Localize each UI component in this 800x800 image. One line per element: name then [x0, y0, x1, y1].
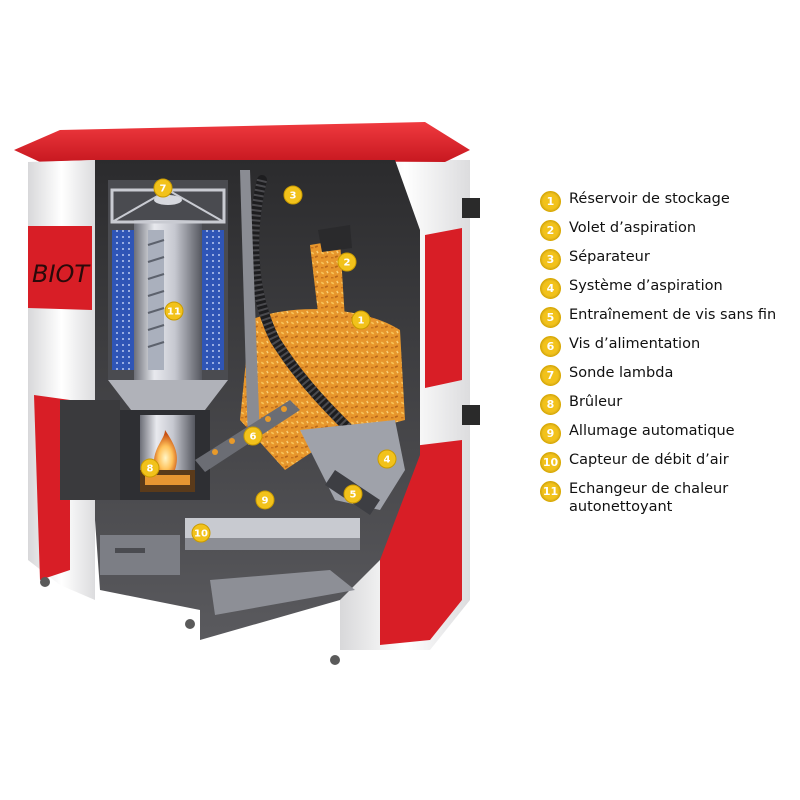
legend-number-icon: 7 [540, 365, 561, 386]
callout-circle [343, 484, 363, 504]
callout-circle [255, 490, 275, 510]
legend-item-5: 5 Entraînement de vis sans fin [540, 306, 776, 328]
legend-item-2: 2 Volet d’aspiration [540, 219, 696, 241]
legend-number-icon: 3 [540, 249, 561, 270]
suction-unit [300, 420, 405, 510]
bottom-tray [210, 570, 355, 615]
callout-circle [164, 301, 184, 321]
legend-number-icon: 6 [540, 336, 561, 357]
callout-number: 1 [358, 316, 365, 327]
legend-label: Système d’aspiration [569, 278, 723, 294]
left-ash-compartment [60, 400, 120, 500]
callout-circle [191, 523, 211, 543]
legend-item-4: 4 Système d’aspiration [540, 277, 723, 299]
callout-number: 10 [194, 529, 208, 540]
callout-marker-6: 6 [243, 426, 263, 446]
legend-item-9: 9 Allumage automatique [540, 422, 735, 444]
callout-circle [377, 449, 397, 469]
callout-marker-10: 10 [191, 523, 211, 543]
callout-marker-9: 9 [255, 490, 275, 510]
legend-label-line1: Echangeur de chaleur [569, 481, 729, 497]
pipe-lower [462, 405, 480, 425]
legend-item-3: 3 Séparateur [540, 248, 650, 270]
foot [185, 619, 195, 629]
legend-item-6: 6 Vis d’alimentation [540, 335, 700, 357]
legend-label: Réservoir de stockage [569, 191, 730, 207]
top-red-lid [14, 122, 470, 162]
brand-text: BIOT [32, 260, 91, 288]
foot [40, 577, 50, 587]
legend-item-11: 11 Echangeur de chaleur autonettoyant [540, 480, 728, 516]
heat-exchanger-cylinder [134, 220, 202, 380]
callout-number: 2 [344, 258, 351, 269]
suction-hose [249, 175, 355, 435]
suction-hood [318, 225, 352, 252]
pipe-upper [462, 198, 480, 218]
callout-number: 3 [290, 191, 297, 202]
legend-item-10: 10 Capteur de débit d’air [540, 451, 729, 473]
ash-drawer [100, 535, 180, 575]
callout-marker-2: 2 [337, 252, 357, 272]
callout-number: 8 [147, 464, 154, 475]
legend-label: Capteur de débit d’air [569, 452, 729, 468]
lambda-probe [154, 195, 182, 205]
right-red-panel [425, 228, 462, 388]
callout-marker-3: 3 [283, 185, 303, 205]
legend-label: Volet d’aspiration [569, 220, 697, 236]
heat-exchanger-mesh-right [202, 230, 224, 370]
legend-label: Allumage automatique [569, 423, 735, 439]
callout-circle [283, 185, 303, 205]
callout-number: 9 [262, 496, 269, 507]
callout-circle [140, 458, 160, 478]
callout-marker-7: 7 [153, 178, 173, 198]
callout-number: 6 [250, 432, 257, 443]
legend-number-icon: 11 [540, 481, 561, 502]
heat-exchanger-spiral [148, 230, 164, 370]
callout-marker-8: 8 [140, 458, 160, 478]
legend-number-icon: 8 [540, 394, 561, 415]
callout-circle [243, 426, 263, 446]
legend-label: Sonde lambda [569, 365, 674, 381]
heat-exchanger-mesh-left [112, 230, 134, 370]
callout-number: 7 [160, 184, 167, 195]
legend-number-icon: 4 [540, 278, 561, 299]
legend-item-8: 8 Brûleur [540, 393, 622, 415]
pellet-stream [310, 240, 345, 330]
callout-marker-1: 1 [351, 310, 371, 330]
burner-flame [153, 430, 177, 470]
callout-number: 4 [384, 455, 391, 466]
exchanger-funnel [108, 380, 228, 410]
legend-number-icon: 5 [540, 307, 561, 328]
legend-number-icon: 10 [540, 452, 561, 473]
callout-marker-4: 4 [377, 449, 397, 469]
legend-item-7: 7 Sonde lambda [540, 364, 673, 386]
callout-circle [337, 252, 357, 272]
legend-label: Entraînement de vis sans fin [569, 307, 777, 323]
callout-marker-11: 11 [164, 301, 184, 321]
legend-label: Séparateur [569, 249, 650, 265]
callout-circle [351, 310, 371, 330]
air-flow-rail [185, 518, 360, 538]
left-red-badge [28, 226, 92, 310]
callout-number: 5 [350, 490, 357, 501]
legend-label: Vis d’alimentation [569, 336, 701, 352]
callout-marker-5: 5 [343, 484, 363, 504]
legend-number-icon: 2 [540, 220, 561, 241]
legend-label-line2: autonettoyant [569, 499, 673, 515]
legend-item-1: 1 Réservoir de stockage [540, 190, 730, 212]
callout-circle [153, 178, 173, 198]
legend-number-icon: 9 [540, 423, 561, 444]
legend-label-multiline: Echangeur de chaleur autonettoyant [569, 480, 728, 516]
legend-label: Brûleur [569, 394, 623, 410]
foot [330, 655, 340, 665]
legend-number-icon: 1 [540, 191, 561, 212]
separator-wall [240, 170, 260, 445]
callout-number: 11 [167, 307, 181, 318]
heat-exchanger-spiral-turns [147, 239, 165, 348]
